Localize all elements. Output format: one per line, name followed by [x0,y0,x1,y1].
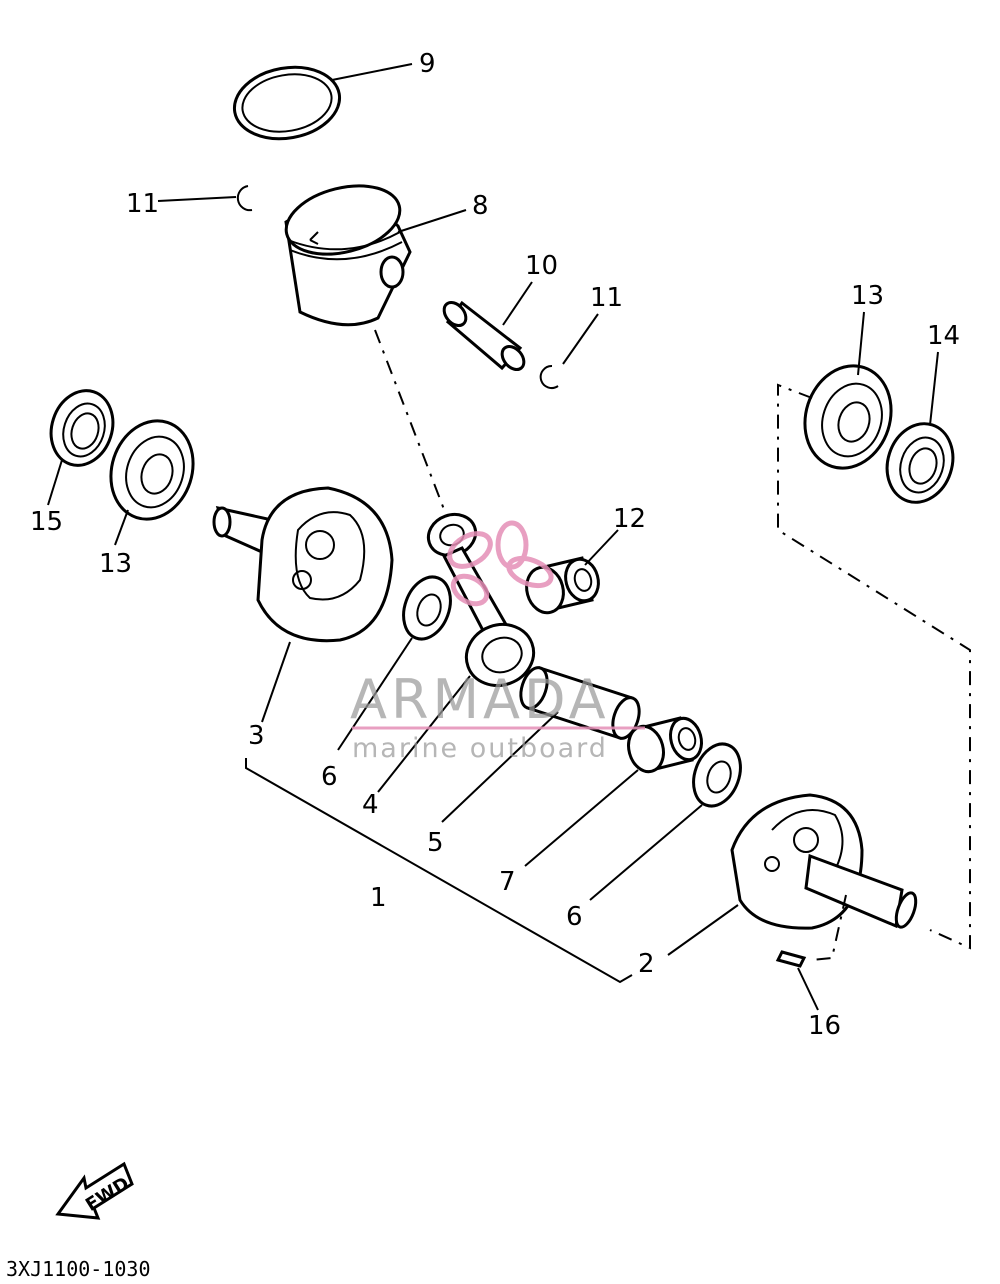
callout-10: 10 [525,251,558,281]
callout-4: 4 [362,790,379,820]
callout-3: 3 [248,721,265,751]
callout-11: 11 [126,189,159,219]
needle-bearing-part [627,716,703,774]
callout-9: 9 [419,49,436,79]
needle-bearing-part [525,556,600,615]
watermark-brand: ARMADA [350,668,610,731]
crankshaft-assembly-bracket [245,758,633,984]
callout-2: 2 [638,949,655,979]
callout-16: 16 [808,1011,841,1041]
watermark-tagline: marine outboard [352,733,608,764]
circlip-part [539,364,559,389]
callout-5: 5 [427,828,444,858]
oil-seal-part [885,422,955,504]
callout-8: 8 [472,191,489,221]
bearing-part [803,364,893,470]
circlip-part [236,185,253,212]
bearing-part [109,419,195,521]
diagram-code: 3XJ1100-1030 [6,1257,151,1281]
callout-6: 6 [566,902,583,932]
callout-13: 13 [99,549,132,579]
callout-12: 12 [613,504,646,534]
thrust-washer-part [692,742,742,808]
thrust-washer-part [402,575,452,641]
oil-seal-part [49,389,115,467]
callout-15: 15 [30,507,63,537]
crank-pin-part [519,666,641,740]
callout-11: 11 [590,283,623,313]
watermark: ARMADA marine outboard [350,520,645,764]
callout-7: 7 [499,867,516,897]
piston-pin-part [442,300,526,372]
right-crank-part [730,793,918,930]
piston-part [284,184,412,327]
left-crank-part [212,486,394,643]
callout-6: 6 [321,762,338,792]
woodruff-key-part [775,950,807,968]
fwd-arrow-icon: FWD [55,1161,134,1220]
piston-ring-part [232,65,342,141]
callout-13: 13 [851,281,884,311]
callout-1: 1 [370,883,387,913]
watermark-logo [447,520,554,607]
callout-14: 14 [927,321,960,351]
